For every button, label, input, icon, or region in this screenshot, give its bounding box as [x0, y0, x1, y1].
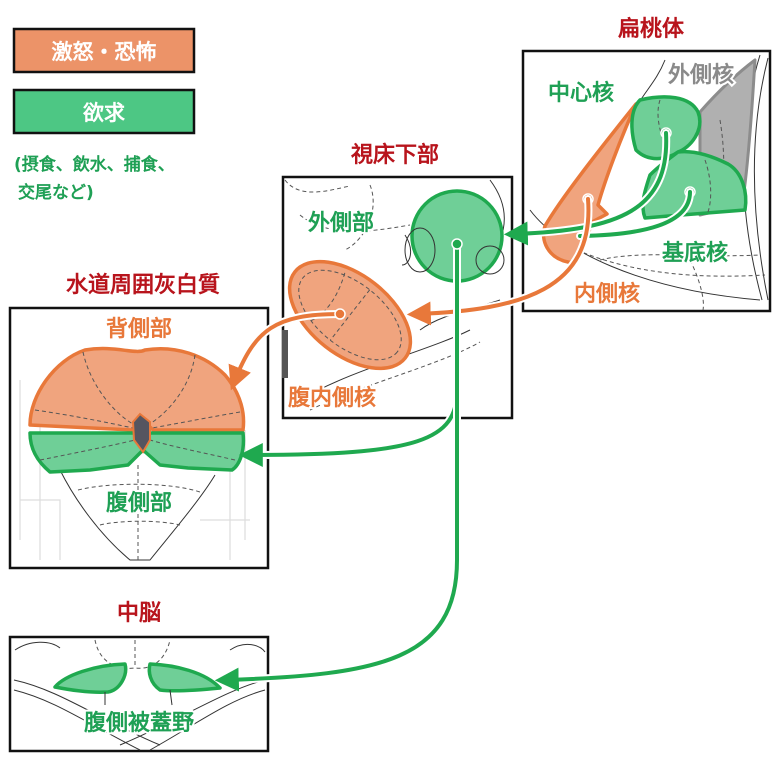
legend-desire: 欲求 [12, 88, 196, 135]
legend-swatch-green [12, 88, 196, 135]
legend-desire-note-line1: (摂食、飲水、捕食、 [14, 154, 175, 175]
legend: 激怒・恐怖 欲求 (摂食、飲水、捕食、 交尾など) [12, 27, 196, 203]
legend-desire-note-line2: 交尾など) [18, 182, 94, 203]
arrow-basal-to-lateral-hypothalamus [578, 190, 692, 238]
pag-title: 水道周囲灰白質 [66, 272, 220, 298]
amygdala-panel: 扁桃体 中心核 外側核 基底核 内側核 [521, 17, 772, 313]
midbrain-panel: 中脳 腹側被蓋野 [8, 601, 270, 753]
arrow-central-to-lateral-hypothalamus [503, 131, 669, 246]
medial-nucleus-label: 内側核 [574, 281, 640, 307]
cerebral-aqueduct-shape [131, 412, 151, 454]
lateral-area-label: 外側部 [308, 210, 374, 236]
arrow-lateral-to-vta [214, 242, 459, 692]
legend-swatch-orange [12, 27, 196, 74]
pag-dorsal-label: 背側部 [106, 316, 172, 342]
ventromedial-nucleus-shape [287, 259, 413, 371]
pag-dorsal-shape [28, 346, 246, 432]
legend-anger-fear-label: 激怒・恐怖 [52, 40, 157, 64]
arrow-ventromedial-to-pag-dorsal [228, 312, 342, 391]
vta-label: 腹側被蓋野 [84, 710, 194, 736]
legend-anger-fear: 激怒・恐怖 [12, 27, 196, 74]
basal-nucleus-shape [641, 149, 748, 220]
ventromedial-nucleus-dot [334, 308, 346, 320]
pag-ventral-label: 腹側部 [106, 490, 172, 516]
midbrain-title: 中脳 [117, 601, 161, 626]
hypothalamus-title: 視床下部 [351, 142, 439, 168]
lateral-area-dot [451, 238, 463, 250]
projection-arrows [214, 129, 694, 692]
midbrain-frame [8, 635, 270, 753]
pag-panel: 水道周囲灰白質 背側部 腹側部 [8, 272, 270, 570]
vta-left-shape [53, 662, 128, 694]
legend-desire-label: 欲求 [82, 101, 125, 125]
vta-right-shape [147, 662, 222, 693]
basal-nucleus-label: 基底核 [662, 240, 728, 266]
lateral-nucleus-label: 外側核 [668, 62, 734, 88]
amygdala-title: 扁桃体 [618, 17, 685, 42]
hypothalamus-panel: 視床下部 外側部 腹内側核 [281, 142, 514, 420]
medial-nucleus-shape [541, 102, 638, 264]
central-nucleus-label: 中心核 [548, 80, 614, 106]
ventromedial-nucleus-label: 腹内側核 [288, 385, 376, 411]
